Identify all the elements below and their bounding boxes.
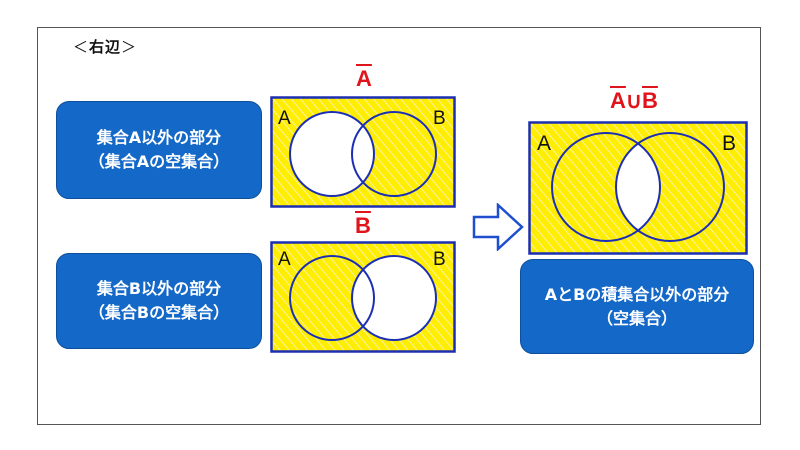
set-a-fill bbox=[290, 112, 374, 196]
circle-a-label: A bbox=[278, 249, 291, 270]
label-box-union: AとBの積集合以外の部分 （空集合） bbox=[520, 259, 754, 354]
circle-b bbox=[351, 255, 437, 341]
title-union-right: B bbox=[642, 88, 658, 113]
venn-b-complement: A B bbox=[270, 241, 456, 353]
title-a-symbol: A bbox=[356, 66, 372, 91]
title-union-left: A bbox=[610, 88, 626, 113]
heading-open-bracket: ＜ bbox=[73, 38, 90, 56]
circle-b-label: B bbox=[722, 132, 736, 155]
label-b-line2: （集合Bの空集合） bbox=[88, 303, 230, 322]
label-a-line2: （集合Aの空集合） bbox=[88, 152, 230, 171]
venn-union: A B bbox=[528, 121, 748, 255]
heading-text: 右辺 bbox=[89, 38, 122, 56]
circle-a-label: A bbox=[278, 108, 291, 129]
right-arrow-icon bbox=[472, 203, 524, 251]
label-union-line1: AとBの積集合以外の部分 bbox=[544, 284, 730, 304]
section-heading: ＜右辺＞ bbox=[73, 36, 137, 57]
circle-b-label: B bbox=[433, 249, 446, 270]
label-b-line1: 集合B以外の部分 bbox=[96, 279, 222, 298]
title-a-complement: A bbox=[356, 66, 372, 92]
label-union-line2: （空集合） bbox=[596, 308, 677, 328]
heading-close-bracket: ＞ bbox=[121, 38, 138, 56]
circle-a bbox=[289, 255, 375, 341]
circle-a bbox=[551, 132, 661, 242]
set-b-fill bbox=[352, 256, 436, 340]
label-box-b-complement: 集合B以外の部分 （集合Bの空集合） bbox=[56, 253, 262, 349]
circle-b-label: B bbox=[433, 108, 446, 129]
label-a-line1: 集合A以外の部分 bbox=[96, 128, 222, 147]
circle-a bbox=[289, 111, 375, 197]
label-box-a-complement: 集合A以外の部分 （集合Aの空集合） bbox=[56, 101, 262, 199]
title-b-symbol: B bbox=[355, 213, 371, 238]
circle-b bbox=[615, 132, 725, 242]
title-union-operator: ∪ bbox=[625, 88, 642, 113]
circle-b bbox=[351, 111, 437, 197]
title-b-complement: B bbox=[355, 213, 371, 239]
intersection-fill bbox=[616, 133, 660, 241]
venn-a-complement: A B bbox=[270, 96, 456, 208]
title-union: A∪B bbox=[610, 88, 658, 114]
circle-a-label: A bbox=[537, 132, 551, 155]
diagram-frame bbox=[37, 27, 761, 425]
